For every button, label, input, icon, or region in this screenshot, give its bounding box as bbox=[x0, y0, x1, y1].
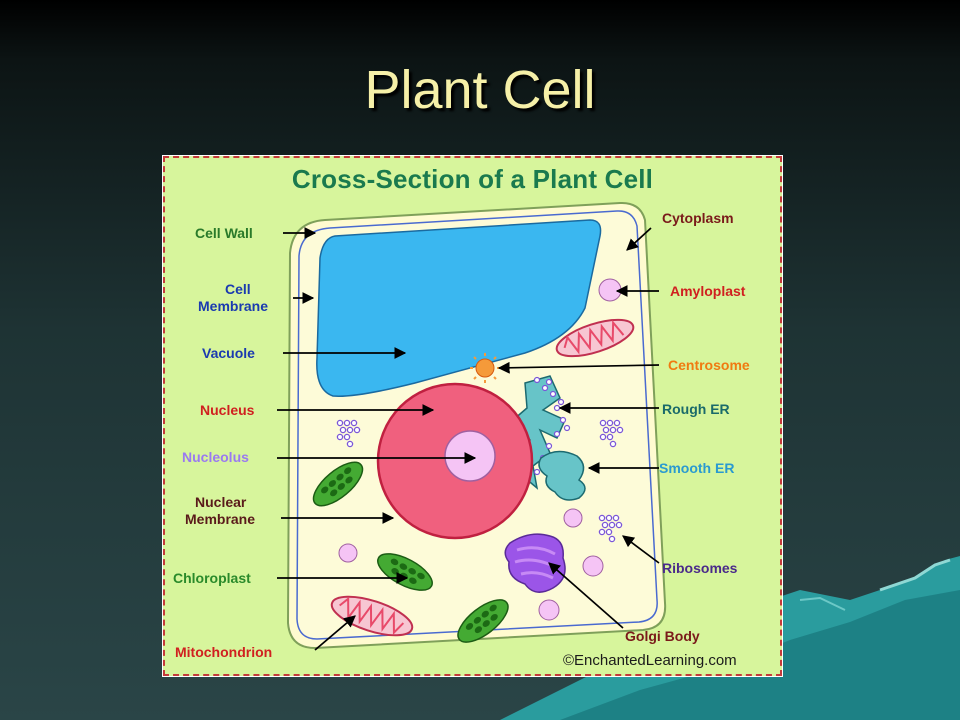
ribosome-cluster bbox=[598, 514, 623, 543]
label-smooth-er: Smooth ER bbox=[659, 460, 735, 476]
label-mitochondrion: Mitochondrion bbox=[175, 644, 273, 660]
label-cell-wall: Cell Wall bbox=[195, 225, 253, 241]
mitochondrion bbox=[555, 318, 635, 358]
cell-diagram bbox=[277, 201, 667, 651]
nucleolus bbox=[444, 430, 496, 482]
mitochondrion bbox=[330, 595, 414, 637]
label-cytoplasm: Cytoplasm bbox=[662, 210, 734, 226]
label-chloroplast: Chloroplast bbox=[173, 570, 251, 586]
label-golgi-body: Golgi Body bbox=[625, 628, 700, 644]
ribosome-cluster bbox=[599, 419, 624, 448]
arrows bbox=[277, 227, 660, 651]
ribosome-cluster bbox=[336, 419, 361, 448]
label-rough-er: Rough ER bbox=[662, 401, 730, 417]
label-nuclear-membrane-line1: Nuclear bbox=[195, 494, 247, 510]
chloroplast bbox=[457, 599, 509, 643]
chloroplast bbox=[312, 461, 364, 507]
golgi-body bbox=[504, 533, 566, 593]
label-cell-membrane-line1: Cell bbox=[225, 281, 251, 297]
label-nuclear-membrane-line2: Membrane bbox=[185, 511, 256, 527]
credit-text: ©EnchantedLearning.com bbox=[563, 652, 737, 669]
vesicle bbox=[538, 599, 560, 621]
diagram-panel: Cross-Section of a Plant Cell Cell Wall … bbox=[162, 155, 783, 677]
vesicle bbox=[563, 508, 583, 528]
slide-title: Plant Cell bbox=[364, 60, 596, 120]
label-centrosome: Centrosome bbox=[668, 357, 750, 373]
amyloplast bbox=[598, 278, 622, 302]
label-amyloplast: Amyloplast bbox=[670, 283, 746, 299]
diagram-title: Cross-Section of a Plant Cell bbox=[291, 164, 654, 194]
vesicle bbox=[582, 555, 604, 577]
label-nucleus: Nucleus bbox=[200, 402, 255, 418]
label-cell-membrane-line2: Membrane bbox=[198, 298, 269, 314]
label-nucleolus: Nucleolus bbox=[182, 449, 249, 465]
centrosome bbox=[470, 353, 500, 383]
smooth-er bbox=[538, 450, 586, 501]
label-ribosomes: Ribosomes bbox=[662, 560, 738, 576]
vesicle bbox=[338, 543, 358, 563]
label-vacuole: Vacuole bbox=[202, 345, 255, 361]
